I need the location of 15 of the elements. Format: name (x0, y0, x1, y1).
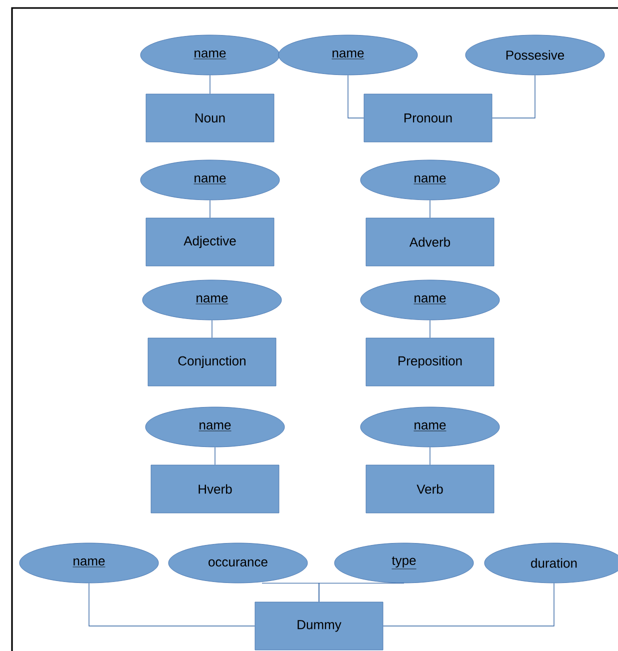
entity-box: Dummy (254, 602, 384, 650)
entity-box: Verb (366, 464, 494, 514)
connector-line (214, 446, 216, 466)
entity-box: Hverb (150, 464, 280, 514)
entity-box: Adjective (146, 218, 274, 266)
entity-box: Pronoun (364, 94, 492, 142)
entity-box: Conjunction (148, 338, 276, 386)
entity-box: Noun (146, 94, 274, 142)
connector-line (348, 74, 364, 118)
connector-line (318, 582, 404, 602)
connector-line (382, 582, 554, 626)
entity-box: Adverb (366, 218, 494, 266)
connector-line (492, 74, 536, 118)
connector-line (88, 582, 256, 626)
entity-box: Preposition (366, 338, 494, 386)
